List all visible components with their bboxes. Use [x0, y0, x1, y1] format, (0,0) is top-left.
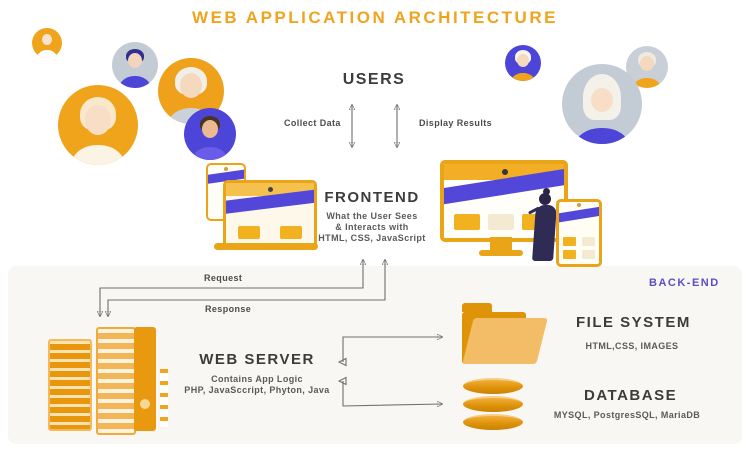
backend-label: BACK-END — [649, 277, 720, 289]
file-system-subtitle: HTML,CSS, IMAGES — [585, 341, 679, 351]
database-heading: DATABASE — [584, 387, 678, 404]
database-subtitle: MYSQL, PostgresSQL, MariaDB — [553, 410, 701, 420]
monitor-stand — [490, 237, 512, 251]
person-body — [532, 205, 557, 261]
server-cable-tray — [160, 369, 168, 427]
user-avatar — [32, 28, 62, 58]
server-tower — [134, 327, 156, 431]
frontend-description-line1: What the User Sees — [326, 211, 418, 221]
user-avatar — [58, 85, 138, 165]
person-icon — [527, 179, 562, 269]
user-avatar — [626, 46, 668, 88]
database-disc — [463, 396, 523, 412]
monitor-content-block — [454, 214, 480, 230]
avatar-face — [128, 53, 142, 68]
folder-tab — [462, 303, 492, 312]
avatar-face — [517, 54, 529, 67]
display-results-label: Display Results — [419, 118, 493, 128]
avatar-shirt — [575, 128, 629, 144]
server-badge — [140, 399, 150, 409]
collect-data-label: Collect Data — [284, 118, 341, 128]
frontend-description: What the User Sees & Interacts with HTML… — [318, 211, 425, 244]
tablet-content-block — [563, 250, 576, 259]
tablet-content-block — [582, 237, 595, 246]
avatar-face — [202, 120, 218, 138]
frontend-heading: FRONTEND — [324, 189, 420, 206]
tablet-camera-dot — [577, 203, 581, 207]
tablet-icon — [556, 199, 602, 267]
avatar-shirt — [511, 73, 535, 81]
avatar-shirt — [633, 78, 661, 88]
server-rack-icon — [42, 327, 170, 435]
database-cylinder-icon — [463, 378, 523, 432]
folder-icon — [458, 298, 552, 368]
avatar-face — [85, 105, 111, 135]
tablet-screen-wave — [559, 206, 599, 223]
phone-camera-dot — [224, 167, 229, 171]
avatar-shirt — [119, 76, 151, 88]
user-avatar — [505, 45, 541, 81]
server-tower — [48, 339, 92, 431]
laptop-base — [214, 243, 318, 250]
user-avatar — [562, 64, 642, 144]
monitor-header-dot — [501, 169, 508, 175]
response-label: Response — [205, 304, 252, 314]
laptop-header-dot — [268, 187, 274, 192]
server-tower — [96, 327, 136, 435]
database-disc — [463, 378, 523, 394]
web-server-description-line2: PHP, JavaSccript, Phyton, Java — [184, 385, 330, 395]
folder-front — [462, 318, 548, 364]
tablet-content-block — [563, 237, 576, 246]
file-system-heading: FILE SYSTEM — [576, 314, 691, 331]
laptop-content-block — [280, 226, 302, 239]
avatar-face — [42, 34, 52, 45]
monitor-illustration — [440, 157, 602, 269]
frontend-description-line3: HTML, CSS, JavaScript — [318, 233, 426, 243]
avatar-face — [180, 73, 202, 98]
monitor-base — [479, 250, 523, 256]
laptop-content-block — [238, 226, 260, 239]
frontend-description-line2: & Interacts with — [335, 222, 409, 232]
web-server-description: Contains App Logic PHP, JavaSccript, Phy… — [184, 374, 329, 396]
avatar-face — [640, 56, 654, 71]
web-server-description-line1: Contains App Logic — [211, 374, 303, 384]
person-head — [539, 193, 551, 205]
laptop-illustration — [200, 163, 318, 268]
monitor-content-block — [488, 214, 514, 230]
request-label: Request — [204, 273, 243, 283]
page-title: WEB APPLICATION ARCHITECTURE — [192, 8, 558, 27]
avatar-shirt — [37, 50, 57, 58]
database-disc — [463, 414, 523, 430]
avatar-face — [591, 88, 613, 112]
users-heading: USERS — [342, 71, 406, 88]
laptop-icon — [223, 180, 317, 248]
user-avatar — [184, 108, 236, 160]
web-server-heading: WEB SERVER — [199, 351, 315, 368]
avatar-shirt — [192, 147, 228, 160]
avatar-shirt — [71, 145, 125, 165]
person-hair-bun — [543, 188, 550, 195]
user-avatar — [112, 42, 158, 88]
tablet-content-block — [582, 250, 595, 259]
